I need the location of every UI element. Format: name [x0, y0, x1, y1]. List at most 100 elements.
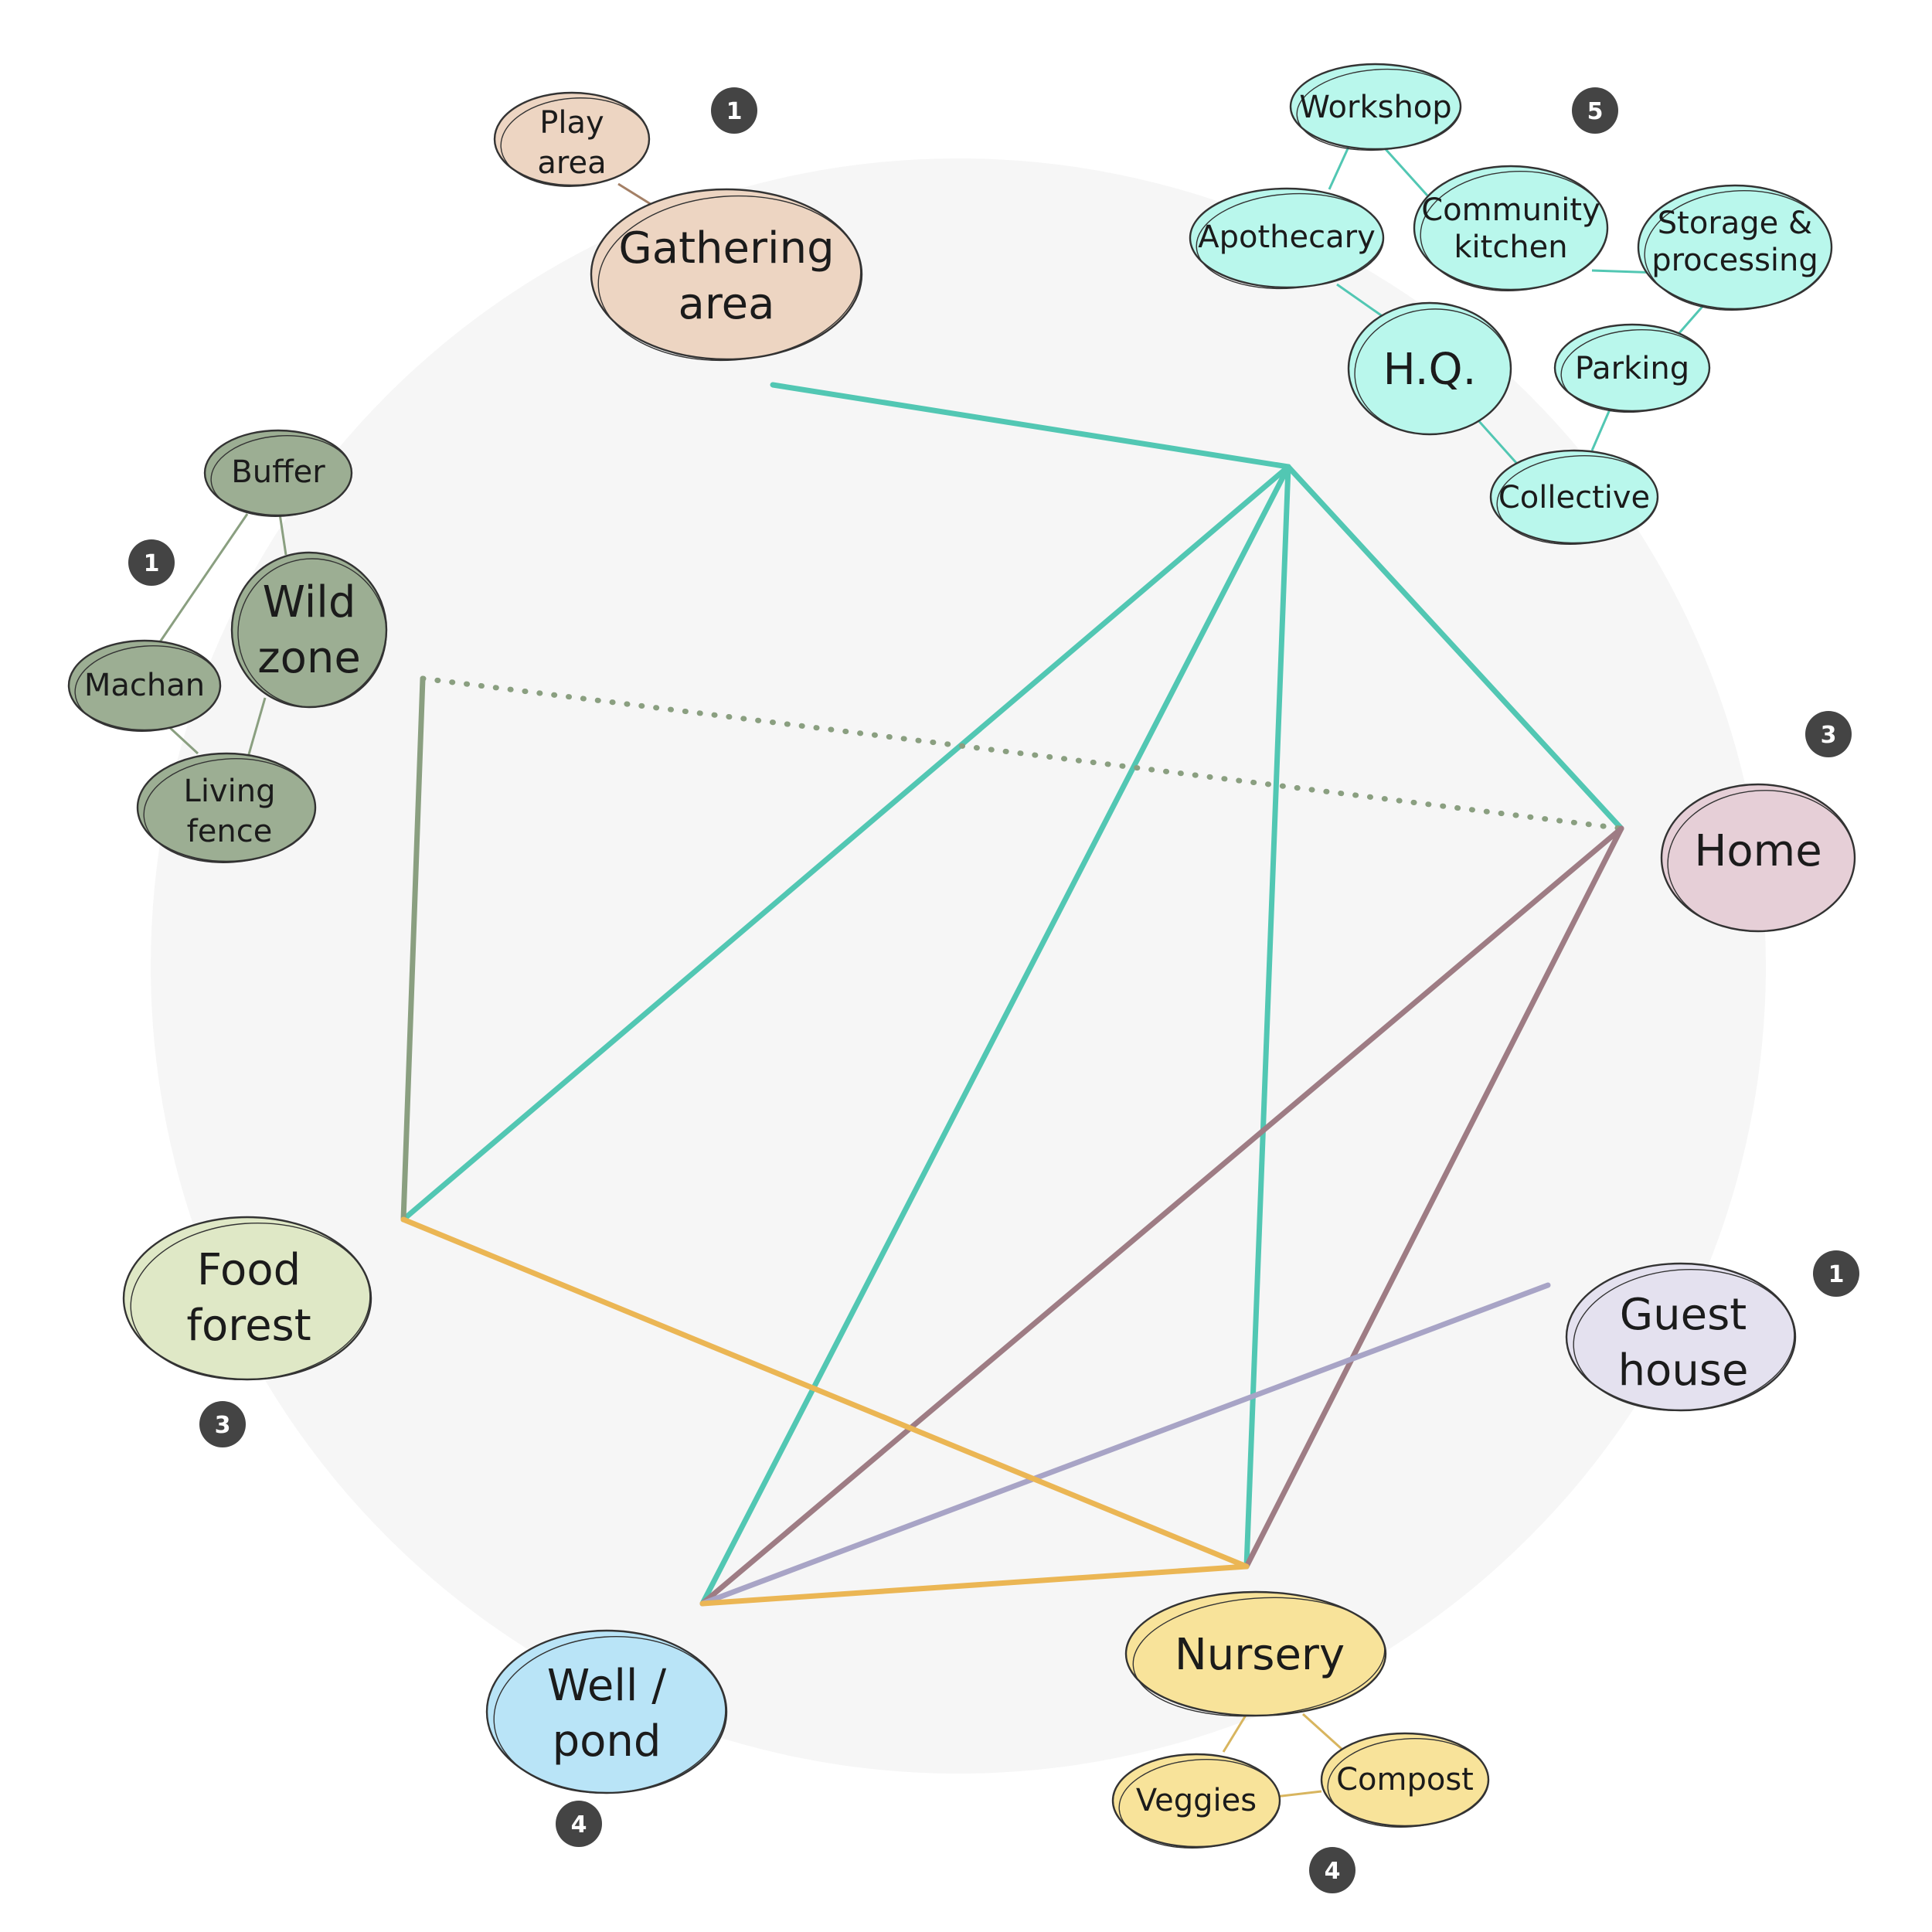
link-food-forest-nursery	[400, 1216, 1250, 1570]
badge-circle	[1813, 1250, 1859, 1297]
badge-label: 1	[144, 550, 160, 577]
badge-circle	[1805, 711, 1852, 757]
bubble-sketch	[74, 645, 221, 732]
badge-circle	[128, 539, 175, 586]
node-label: Buffer	[231, 454, 325, 490]
badge-wild-cluster: 1	[128, 539, 175, 586]
badge-circle	[711, 87, 757, 134]
connector-play-gathering	[617, 182, 654, 207]
badge-label: 4	[571, 1811, 587, 1838]
connector-buffer-wild	[278, 513, 287, 556]
link-home-well	[699, 825, 1624, 1607]
bubble-sketch	[1296, 68, 1461, 151]
node-hq[interactable]: H.Q.	[1347, 301, 1515, 440]
connector-machan-fence	[167, 725, 199, 755]
node-label: Nursery	[1175, 1630, 1345, 1680]
node-label: H.Q.	[1383, 345, 1477, 395]
backdrop-circle	[151, 158, 1766, 1774]
bubble-sketch	[143, 758, 316, 863]
bubble-sketch	[1644, 190, 1832, 311]
connector-veggies-compost	[1274, 1790, 1322, 1798]
badge-circle	[1572, 87, 1618, 134]
node-home[interactable]: Home	[1660, 783, 1859, 937]
connector-buffer-machan	[156, 513, 249, 646]
badge-hq-cluster: 5	[1572, 87, 1618, 134]
cluster-connectors	[156, 145, 1707, 1798]
node-label: Home	[1694, 826, 1821, 876]
node-label: Machan	[84, 668, 205, 703]
bubble-sketch	[210, 435, 352, 517]
connector-workshop-kitchen	[1383, 147, 1429, 197]
node-storage-processing[interactable]: Storage &processing	[1637, 184, 1835, 317]
link-hq-home	[1285, 464, 1624, 832]
connector-nursery-compost	[1301, 1713, 1343, 1750]
node-apothecary[interactable]: Apothecary	[1189, 187, 1386, 295]
bubble-sketch	[493, 1636, 726, 1794]
bubble-shape	[485, 1629, 728, 1794]
node-workshop[interactable]: Workshop	[1289, 63, 1463, 156]
badge-label: 4	[1325, 1858, 1341, 1885]
node-label: Collective	[1498, 480, 1650, 515]
link-well-nursery	[699, 1563, 1250, 1607]
link-home-nursery	[1243, 825, 1624, 1570]
node-well-pond[interactable]: Well /pond	[485, 1629, 731, 1801]
connections	[400, 382, 1624, 1607]
badge-circle	[199, 1401, 246, 1447]
connector-wild-fence	[246, 697, 267, 760]
badges: 1 5 1 3 3 1 4 4	[128, 87, 1859, 1893]
badge-nursery: 4	[1309, 1847, 1355, 1893]
bubble-sketch	[1573, 1268, 1795, 1412]
link-gathering-hq	[770, 382, 1291, 470]
node-nursery[interactable]: Nursery	[1124, 1590, 1389, 1724]
badge-label: 1	[1828, 1261, 1845, 1288]
link-guest-well	[699, 1282, 1551, 1607]
bubble-sketch	[1354, 308, 1512, 435]
node-buffer[interactable]: Buffer	[203, 429, 354, 521]
badge-food-forest: 3	[199, 1401, 246, 1447]
bubble-shape	[590, 188, 863, 361]
node-collective[interactable]: Collective	[1489, 449, 1661, 549]
bubble-sketch	[1327, 1737, 1489, 1828]
connector-hq-collective	[1476, 418, 1519, 465]
node-label: Workshop	[1299, 90, 1451, 125]
bubble-sketch	[1420, 171, 1608, 291]
connector-storage-parking	[1677, 302, 1707, 335]
node-veggies[interactable]: Veggies	[1111, 1753, 1283, 1853]
bubble-shape	[230, 551, 388, 709]
badge-gathering: 1	[711, 87, 757, 134]
node-label: Storage &processing	[1651, 206, 1818, 278]
link-wild-home-dotted	[420, 675, 1624, 832]
node-machan[interactable]: Machan	[67, 639, 223, 736]
bubble-sketch	[1496, 454, 1658, 546]
badge-label: 1	[726, 98, 743, 125]
badge-guest-house: 1	[1813, 1250, 1859, 1297]
link-wild-food-forest	[400, 675, 426, 1223]
badge-label: 3	[215, 1412, 231, 1439]
node-parking[interactable]: Parking	[1553, 323, 1712, 417]
bubble-sketch	[1196, 192, 1384, 290]
connector-workshop-apothecary	[1328, 145, 1351, 190]
node-label: Veggies	[1136, 1783, 1257, 1818]
bubble-sketch	[130, 1222, 371, 1381]
connector-nursery-veggies	[1222, 1713, 1248, 1753]
badge-circle	[1309, 1847, 1355, 1893]
bubble-sketch	[1118, 1758, 1281, 1849]
badge-label: 3	[1821, 722, 1837, 749]
badge-circle	[556, 1801, 602, 1847]
node-compost[interactable]: Compost	[1320, 1732, 1492, 1832]
connector-apothecary-hq	[1336, 283, 1384, 318]
